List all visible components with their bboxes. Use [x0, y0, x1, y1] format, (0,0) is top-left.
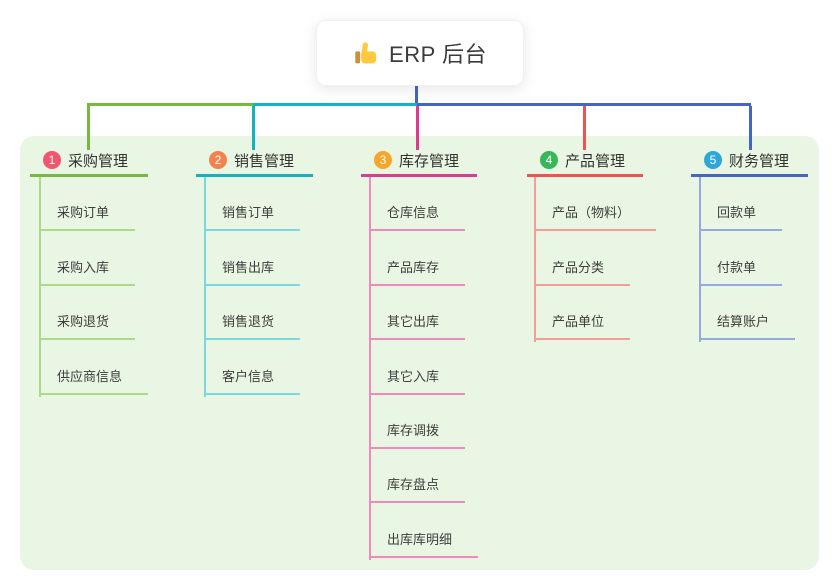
child-row: 采购退货 [39, 286, 148, 341]
branch-label: 采购管理 [68, 152, 129, 170]
branch-children-4: 产品（物料） 产品分类产品单位 [534, 177, 657, 341]
child-item[interactable]: 供应商信息 [39, 366, 149, 395]
child-item[interactable]: 产品（物料） [534, 202, 657, 232]
branch-badge-5: 5 [704, 151, 722, 169]
connector-bar-segment [417, 103, 751, 106]
child-item[interactable]: 销售退货 [204, 311, 301, 341]
child-item[interactable]: 产品单位 [534, 311, 631, 341]
child-item[interactable]: 出库库明细 [369, 529, 479, 558]
branch-children-2: 销售订单销售出库销售退货客户信息 [204, 177, 301, 395]
branch-header-2[interactable]: 2 销售管理 [196, 146, 313, 177]
child-row: 采购订单 [39, 177, 148, 232]
branch-drop-line [252, 106, 255, 150]
child-row: 产品库存 [369, 231, 478, 286]
branch-drop-line [416, 106, 419, 150]
connector-bar-segment [253, 103, 418, 106]
branch-label: 库存管理 [399, 152, 460, 170]
child-row: 销售退货 [204, 286, 301, 341]
child-row: 其它出库 [369, 286, 478, 341]
branch-vertical-line [204, 177, 206, 397]
child-item[interactable]: 付款单 [699, 257, 783, 286]
child-row: 结算账户 [699, 286, 796, 341]
branch-header-1[interactable]: 1 采购管理 [30, 146, 148, 177]
connector-bar-segment [87, 103, 254, 106]
child-row: 库存盘点 [369, 449, 478, 504]
branch-header-3[interactable]: 3 库存管理 [361, 146, 477, 177]
root-node[interactable]: ERP 后台 [316, 20, 524, 86]
child-row: 出库库明细 [369, 503, 479, 558]
branch-badge-2: 2 [209, 151, 227, 169]
child-item[interactable]: 回款单 [699, 202, 783, 232]
child-row: 销售出库 [204, 231, 301, 286]
branch-header-5[interactable]: 5 财务管理 [691, 146, 808, 177]
child-row: 库存调拨 [369, 395, 478, 449]
child-item[interactable]: 产品分类 [534, 257, 631, 286]
child-item[interactable]: 销售出库 [204, 257, 301, 286]
child-row: 产品（物料） [534, 177, 657, 232]
branch-children-5: 回款单付款单结算账户 [699, 177, 796, 341]
branch-label: 销售管理 [234, 152, 295, 170]
branch-children-3: 仓库信息产品库存其它出库其它入库库存调拨库存盘点出库库明细 [369, 177, 479, 558]
branch-vertical-line [369, 177, 371, 560]
child-item[interactable]: 其它出库 [369, 311, 466, 341]
branch-badge-3: 3 [374, 151, 392, 169]
branch-label: 财务管理 [729, 152, 790, 170]
child-row: 其它入库 [369, 340, 478, 395]
thumbs-up-icon [353, 40, 379, 66]
child-item[interactable]: 库存调拨 [369, 420, 466, 449]
child-row: 产品分类 [534, 231, 656, 286]
child-row: 销售订单 [204, 177, 301, 232]
child-item[interactable]: 销售订单 [204, 202, 301, 232]
branch-drop-line [749, 106, 752, 150]
branch-children-1: 采购订单采购入库采购退货供应商信息 [39, 177, 149, 395]
child-item[interactable]: 结算账户 [699, 311, 796, 341]
branch-drop-line [87, 106, 90, 150]
branch-badge-1: 1 [43, 151, 61, 169]
child-item[interactable]: 采购入库 [39, 257, 136, 286]
child-item[interactable]: 库存盘点 [369, 474, 466, 504]
child-row: 回款单 [699, 177, 795, 232]
child-row: 付款单 [699, 231, 795, 286]
branch-label: 产品管理 [565, 152, 626, 170]
child-item[interactable]: 客户信息 [204, 366, 301, 395]
child-item[interactable]: 采购退货 [39, 311, 136, 341]
child-row: 仓库信息 [369, 177, 478, 232]
child-item[interactable]: 采购订单 [39, 202, 136, 232]
child-row: 产品单位 [534, 286, 656, 341]
child-item[interactable]: 产品库存 [369, 257, 466, 286]
root-label: ERP 后台 [389, 42, 487, 67]
child-item[interactable]: 仓库信息 [369, 202, 466, 232]
child-row: 供应商信息 [39, 340, 149, 395]
branch-badge-4: 4 [540, 151, 558, 169]
branch-vertical-line [699, 177, 701, 343]
child-item[interactable]: 其它入库 [369, 366, 466, 395]
child-row: 客户信息 [204, 340, 301, 395]
root-drop-line [415, 84, 418, 105]
child-row: 采购入库 [39, 231, 148, 286]
branch-vertical-line [534, 177, 536, 343]
branch-vertical-line [39, 177, 41, 397]
branch-header-4[interactable]: 4 产品管理 [527, 146, 643, 177]
branch-drop-line [583, 106, 586, 150]
branches-panel [20, 136, 819, 570]
